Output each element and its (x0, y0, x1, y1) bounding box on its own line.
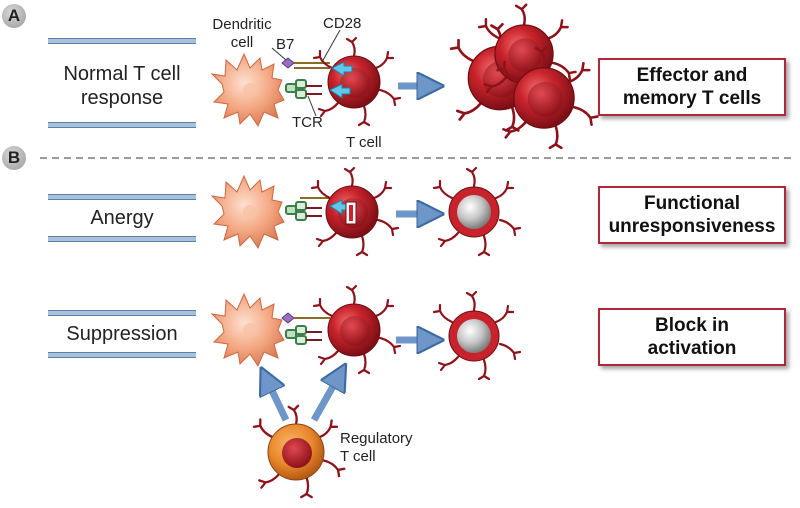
suppression-label: Suppression (66, 323, 178, 345)
regulatory-t-cell-label-line1: Regulatory (340, 430, 413, 447)
anergy-block-bar (349, 205, 353, 221)
anergy-dendritic-cell (211, 175, 285, 249)
suppression-outcome-line2: activation (647, 338, 737, 359)
suppression-label-bottom-bar (48, 352, 196, 358)
cd28-signal-icon (331, 61, 353, 77)
regulatory-to-t-cell-arrow (310, 374, 340, 422)
tcr-leader-line (307, 95, 317, 117)
effector-outcome-line2: memory T cells (622, 88, 762, 109)
panel-a-t-cell (314, 38, 400, 125)
panel-a-label-top-bar (48, 38, 196, 44)
dendritic-cell-label: Dendritic cell (212, 16, 272, 52)
effector-memory-outcome-box: Effector and memory T cells (598, 58, 786, 116)
dendritic-cell-label-line1: Dendritic (212, 16, 272, 33)
suppression-label-top-bar (48, 310, 196, 316)
anergy-label: Anergy (90, 207, 154, 229)
regulatory-t-cell (252, 404, 346, 499)
t-cell-label: T cell (346, 134, 382, 151)
b7-leader-line (271, 47, 287, 61)
block-in-activation-outcome-box: Block in activation (598, 308, 786, 366)
b7-label: B7 (276, 36, 295, 53)
suppression-tcr-complex (285, 325, 323, 345)
panel-a-label-bottom-bar (48, 122, 196, 128)
regulatory-t-cell-label-line2: T cell (340, 448, 376, 465)
anergy-label-top-bar (48, 194, 196, 200)
anergy-outcome-line1: Functional (643, 193, 741, 214)
tcr-complex (285, 79, 323, 99)
effector-outcome-line1: Effector and (636, 65, 748, 86)
functional-unresponsiveness-outcome-box: Functional unresponsiveness (598, 186, 786, 244)
suppression-dendritic-cell (211, 293, 285, 367)
regulatory-t-cell-label: Regulatory T cell (340, 430, 413, 466)
tcr-signal-icon (329, 83, 351, 99)
suppression-outcome-line1: Block in (655, 315, 729, 336)
normal-response-label-line1: Normal T cell (63, 63, 181, 85)
cd28-label: CD28 (323, 15, 362, 32)
suppression-t-cell (314, 286, 400, 373)
tcr-label: TCR (292, 114, 323, 131)
normal-response-label-line2: response (80, 87, 164, 109)
anergy-tcr-complex (285, 201, 323, 221)
regulatory-to-dendritic-arrow (266, 378, 290, 422)
panel-a-badge: A (2, 4, 26, 28)
anergy-outcome-line2: unresponsiveness (608, 216, 776, 237)
anergy-unresponsive-t-cell (434, 168, 520, 255)
panel-b-badge: B (2, 146, 26, 170)
suppression-inactive-t-cell (434, 292, 520, 379)
anergy-label-bottom-bar (48, 236, 196, 242)
normal-response-label: Normal T cell response (48, 62, 196, 110)
cd28-leader-line (321, 29, 341, 63)
dendritic-cell-label-line2: cell (230, 34, 254, 51)
panel-a-dendritic-cell (211, 53, 285, 127)
suppression-b7-ligand (281, 312, 295, 324)
